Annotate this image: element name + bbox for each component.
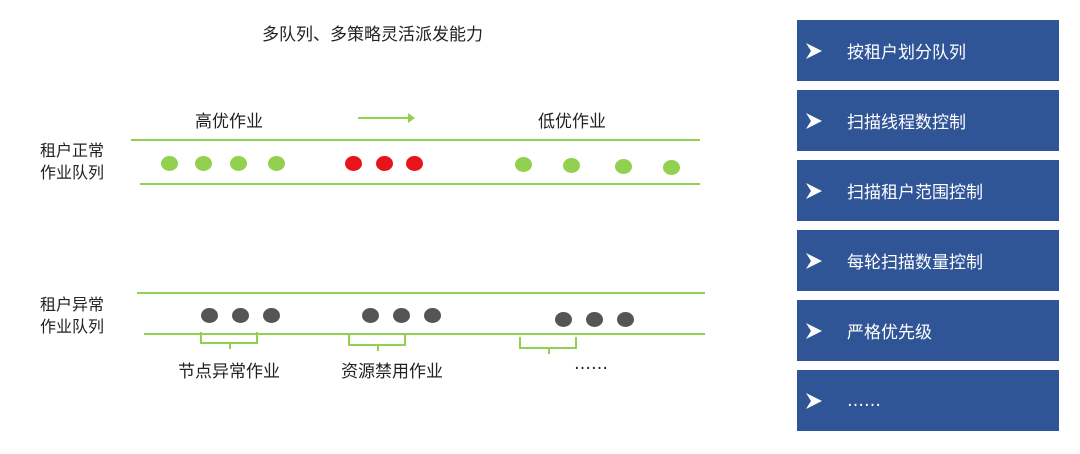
normal-job-dot [615,159,632,174]
normal-job-dot [230,156,247,171]
abnormal-job-dot [201,308,218,323]
high-job-dot [376,156,393,171]
arrowhead-icon [806,42,822,59]
feature-label: 严格优先级 [847,323,932,343]
normal-job-dot [161,156,178,171]
normal-job-dot [563,158,580,173]
group-bracket [348,334,406,351]
lane-label-line: 租户异常 [40,295,105,314]
abnormal-job-dot [586,312,603,327]
lane-line [140,183,700,185]
abnormal-queue-label: 租户异常作业队列 [40,294,104,338]
feature-box: 扫描线程数控制 [797,90,1059,151]
arrowhead-icon [806,112,822,129]
group-label: 资源禁用作业 [341,362,443,382]
diagram-title: 多队列、多策略灵活派发能力 [262,25,483,45]
abnormal-job-dot [555,312,572,327]
lane-line [144,333,705,335]
arrowhead-icon [806,392,822,409]
group-bracket [200,332,258,349]
feature-label: 扫描租户范围控制 [847,183,983,203]
arrowhead-icon [806,252,822,269]
normal-job-dot [663,160,680,175]
feature-label: 按租户划分队列 [847,43,966,63]
lane-label-line: 作业队列 [40,317,105,336]
feature-box: 按租户划分队列 [797,20,1059,81]
abnormal-job-dot [393,308,410,323]
arrowhead-icon [806,322,822,339]
high-job-dot [345,156,362,171]
normal-queue-label: 租户正常作业队列 [40,140,104,184]
feature-label: …… [847,390,881,411]
lane-label-line: 租户正常 [40,141,105,160]
feature-box: 严格优先级 [797,300,1059,361]
feature-label: 扫描线程数控制 [847,113,966,133]
high-priority-label: 高优作业 [195,112,263,132]
abnormal-job-dot [263,308,280,323]
lane-label-line: 作业队列 [40,163,105,182]
low-priority-label: 低优作业 [538,112,606,132]
abnormal-job-dot [232,308,249,323]
arrow-right-icon [358,113,415,123]
abnormal-job-dot [424,308,441,323]
high-job-dot [406,156,423,171]
abnormal-job-dot [362,308,379,323]
normal-job-dot [515,157,532,172]
group-label: 节点异常作业 [178,362,280,382]
arrowhead-icon [806,182,822,199]
normal-job-dot [195,156,212,171]
group-bracket [519,337,577,354]
feature-box: …… [797,370,1059,431]
abnormal-job-dot [617,312,634,327]
feature-box: 扫描租户范围控制 [797,160,1059,221]
group-label: …… [574,354,608,374]
lane-line [131,139,700,141]
normal-job-dot [268,156,285,171]
feature-box: 每轮扫描数量控制 [797,230,1059,291]
feature-label: 每轮扫描数量控制 [847,253,983,273]
lane-line [137,292,705,294]
